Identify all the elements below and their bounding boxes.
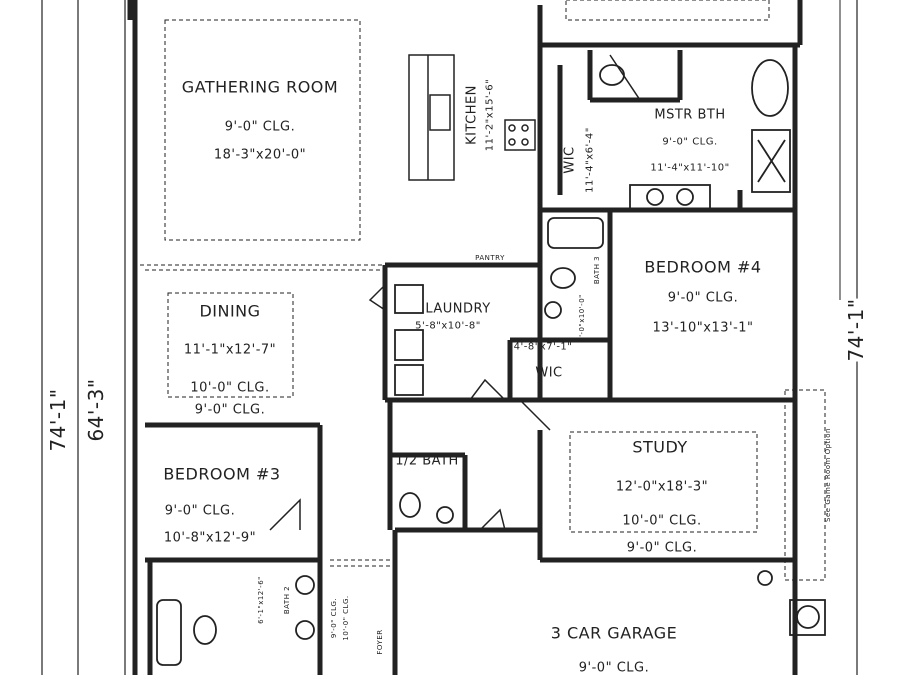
half-bath-label: 1/2 BATH <box>395 453 459 469</box>
kitchen-size: 11'-2"x15'-6" <box>484 78 496 152</box>
garage-ceiling: 9'-0" CLG. <box>578 660 650 675</box>
kitchen-label: KITCHEN <box>464 85 480 145</box>
bath3-size: 5'-0"x10'-0" <box>578 294 586 342</box>
study-label: STUDY <box>632 437 688 457</box>
bedroom3-size: 10'-8"x12'-9" <box>163 530 257 546</box>
bath2-label: BATH 2 <box>283 585 291 615</box>
gathering-room-size: 18'-3"x20'-0" <box>213 147 307 163</box>
wic2-label: WIC <box>535 365 563 381</box>
wic2-size: 4'-8"x7'-1" <box>513 341 573 353</box>
garage-label: 3 CAR GARAGE <box>550 623 678 643</box>
bath3-label: BATH 3 <box>593 255 601 285</box>
master-bath-label: MSTR BTH <box>654 107 726 123</box>
game-room-note: See Game Room Option <box>824 428 832 522</box>
pantry-label: PANTRY <box>475 254 505 262</box>
bedroom4-ceiling: 9'-0" CLG. <box>667 290 739 306</box>
left-outer-dimension: 74'-1" <box>46 388 70 452</box>
left-inner-dimension: 64'-3" <box>84 378 108 442</box>
master-bath-ceiling: 9'-0" CLG. <box>662 136 718 148</box>
right-dimension: 74'-1" <box>844 298 868 362</box>
study-ceiling-2: 9'-0" CLG. <box>626 540 698 556</box>
foyer-ceiling-2: 10'-0" CLG. <box>342 595 350 641</box>
laundry-label: LAUNDRY <box>425 301 491 317</box>
master-wic-label: WIC <box>562 146 578 174</box>
dining-size: 11'-1"x12'-7" <box>183 342 277 358</box>
laundry-size: 5'-8"x10'-8" <box>415 320 481 332</box>
dining-label: DINING <box>199 301 261 321</box>
foyer-label: FOYER <box>376 629 384 655</box>
bedroom4-size: 13'-10"x13'-1" <box>652 320 754 336</box>
bedroom3-ceiling: 9'-0" CLG. <box>164 503 236 519</box>
bedroom4-label: BEDROOM #4 <box>644 257 762 277</box>
dining-ceiling-2: 9'-0" CLG. <box>194 402 266 418</box>
gathering-room-label: GATHERING ROOM <box>181 77 339 97</box>
dining-ceiling: 10'-0" CLG. <box>190 380 270 396</box>
gathering-room-ceiling: 9'-0" CLG. <box>224 119 296 135</box>
foyer-ceiling: 9'-0" CLG. <box>330 597 338 639</box>
bath2-size: 6'-1"x12'-6" <box>257 576 265 624</box>
master-wic-size: 11'-4"x6'-4" <box>584 127 596 193</box>
master-bath-size: 11'-4"x11'-10" <box>650 162 730 174</box>
bedroom3-label: BEDROOM #3 <box>163 464 281 484</box>
study-size: 12'-0"x18'-3" <box>615 479 709 495</box>
study-ceiling: 10'-0" CLG. <box>622 513 702 529</box>
